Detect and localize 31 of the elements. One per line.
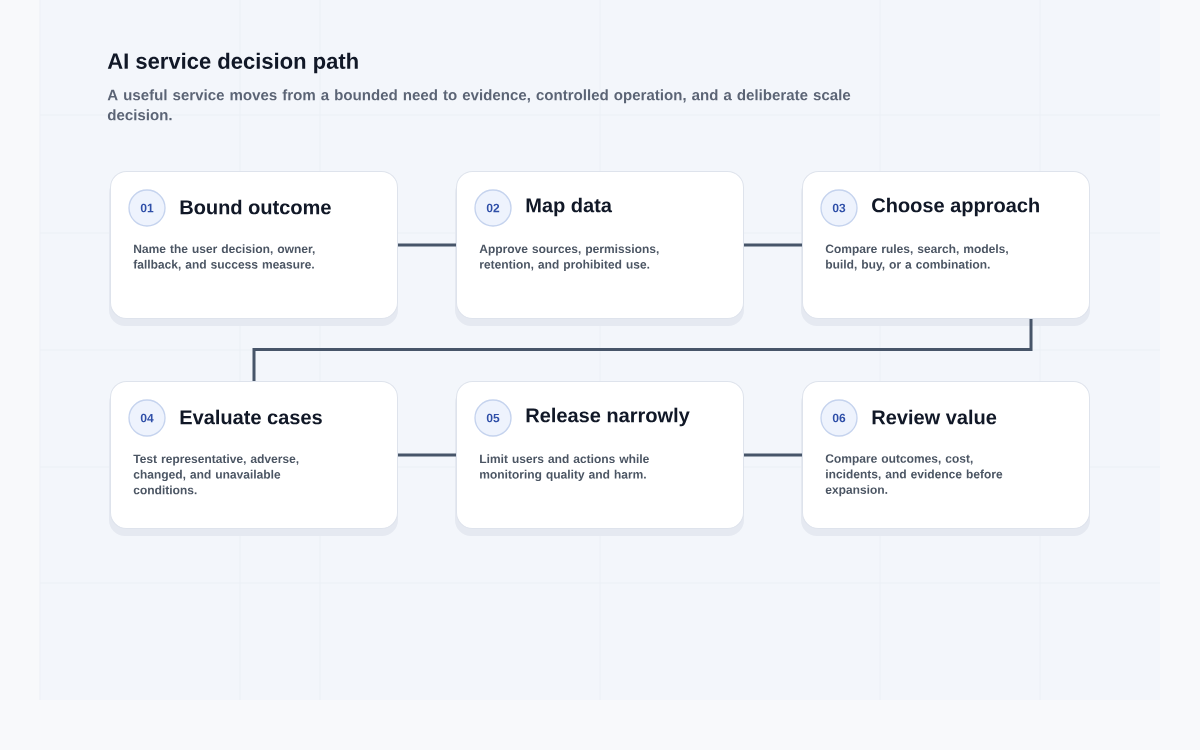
connector-line: [252, 319, 1033, 381]
subtitle: A useful service moves from a bounded need to evidence, controlled operation, and a deliberate scale decision.: [107, 89, 851, 121]
step-title: Bound outcome: [180, 199, 331, 215]
step-description: Approve sources, permissions, retention, and prohibited use.: [479, 244, 659, 272]
step-card: [455, 381, 744, 536]
step-description: Limit users and actions while monitoring quality and harm.: [480, 454, 649, 482]
step-description: Name the user decision, owner, fallback, and success measure.: [133, 244, 315, 271]
step-title: Release narrowly: [526, 407, 690, 427]
step-description: Test representative, adverse, changed, and unavailable conditions.: [133, 454, 299, 495]
step-description: Compare outcomes, cost, incidents, and evidence before expansion.: [825, 454, 1003, 497]
step-description: Compare rules, search, models, build, buy, or a combination.: [825, 244, 1008, 272]
step-number: 04: [128, 399, 166, 437]
step-number: 02: [474, 189, 512, 227]
step-number: 01: [128, 189, 166, 227]
connector-line: [398, 453, 456, 457]
title: AI service decision path: [107, 52, 358, 74]
connector-line: [398, 243, 456, 247]
step-number: 05: [474, 399, 512, 437]
step-title: Map data: [526, 197, 613, 217]
connector-line: [744, 453, 802, 457]
step-card: [455, 171, 744, 326]
step-card: [801, 381, 1090, 536]
step-number: 06: [820, 399, 858, 437]
step-title: Evaluate cases: [180, 409, 322, 425]
step-card: [109, 381, 398, 536]
step-title: Choose approach: [872, 197, 1039, 217]
step-card: [801, 171, 1090, 326]
step-number: 03: [820, 189, 858, 227]
step-card: [109, 171, 398, 326]
connector-line: [744, 243, 802, 247]
step-title: Review value: [872, 409, 997, 425]
